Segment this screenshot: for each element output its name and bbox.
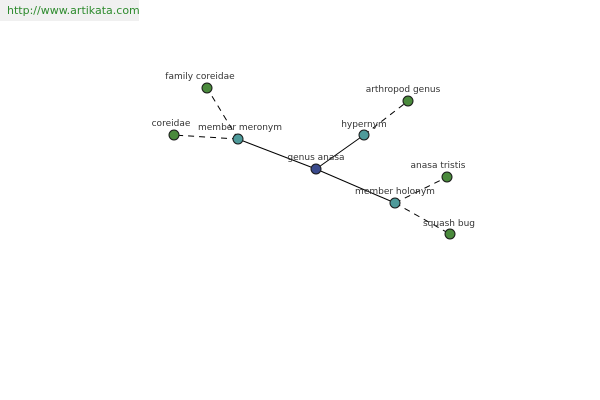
node-anasa-tristis[interactable]: [441, 171, 453, 183]
edge-genus-anasa-to-hypernym: [315, 134, 365, 170]
node-coreidae[interactable]: [168, 129, 180, 141]
site-url-link[interactable]: http://www.artikata.com: [0, 0, 139, 21]
node-label-genus-anasa[interactable]: genus anasa: [287, 153, 344, 163]
node-member-holonym[interactable]: [389, 197, 401, 209]
edge-genus-anasa-to-member-meronym: [237, 138, 317, 170]
edge-hypernym-to-arthropod-genus: [363, 100, 409, 136]
node-label-arthropod-genus[interactable]: arthropod genus: [366, 85, 441, 95]
node-label-coreidae[interactable]: coreidae: [152, 119, 191, 129]
labels-layer: genus anasa member meronym hypernym member …: [152, 72, 475, 229]
edge-member-holonym-to-anasa-tristis: [394, 176, 448, 204]
node-squash-bug[interactable]: [444, 228, 456, 240]
node-genus-anasa[interactable]: [310, 163, 322, 175]
node-hypernym[interactable]: [358, 129, 370, 141]
node-label-member-meronym[interactable]: member meronym: [198, 123, 282, 133]
edge-genus-anasa-to-member-holonym: [315, 168, 396, 204]
node-label-family-coreidae[interactable]: family coreidae: [165, 72, 235, 82]
node-label-member-holonym[interactable]: member holonym: [355, 187, 435, 197]
node-arthropod-genus[interactable]: [402, 95, 414, 107]
node-member-meronym[interactable]: [232, 133, 244, 145]
edge-member-meronym-to-family-coreidae: [206, 87, 239, 140]
node-label-hypernym[interactable]: hypernym: [341, 120, 387, 130]
node-label-squash-bug[interactable]: squash bug: [423, 219, 475, 229]
edges-layer: [173, 87, 451, 235]
node-label-anasa-tristis[interactable]: anasa tristis: [411, 161, 466, 171]
nodes-layer: [168, 82, 456, 240]
edge-member-meronym-to-coreidae: [173, 134, 239, 140]
node-family-coreidae[interactable]: [201, 82, 213, 94]
